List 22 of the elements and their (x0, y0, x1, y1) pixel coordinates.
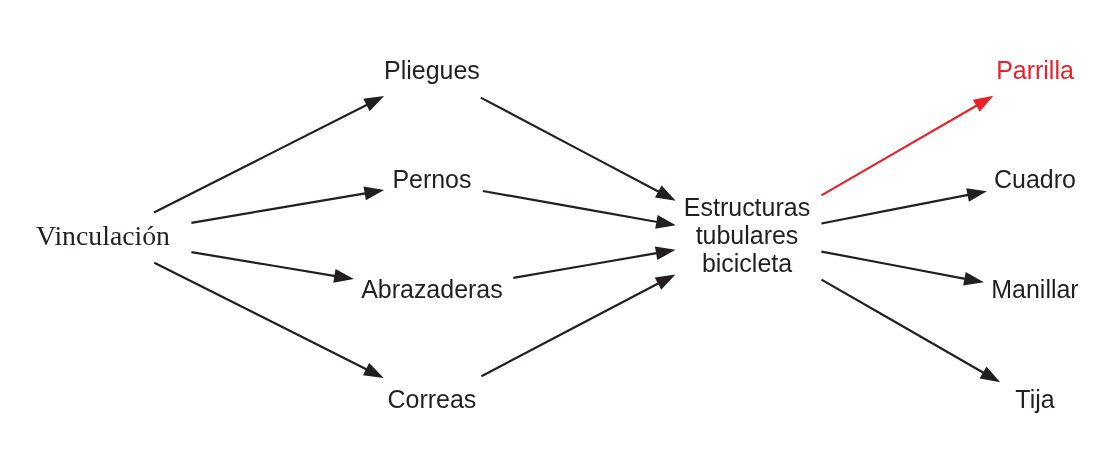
node-text: Cuadro (994, 164, 1076, 193)
arrow (821, 187, 987, 225)
node-text: Pliegues (384, 55, 480, 84)
node-text: Tija (1015, 384, 1055, 413)
arrow (482, 189, 676, 229)
node-text: Abrazaderas (361, 274, 503, 303)
arrow (191, 250, 354, 283)
arrow (153, 95, 385, 214)
arrow (513, 245, 676, 279)
node-text: Pernos (392, 164, 472, 193)
arrow (820, 278, 1001, 382)
node-text: Estructuras tubulares bicicleta (683, 192, 811, 277)
node-text: Parrilla (996, 55, 1074, 84)
node-text: Manillar (991, 274, 1079, 303)
node-text: Correas (387, 384, 477, 413)
arrow (821, 249, 984, 285)
arrow (153, 261, 384, 378)
arrow (820, 95, 994, 196)
node-text: Vinculación (36, 219, 170, 251)
arrow (191, 186, 385, 224)
arrow (480, 274, 676, 377)
arrow (480, 96, 676, 201)
